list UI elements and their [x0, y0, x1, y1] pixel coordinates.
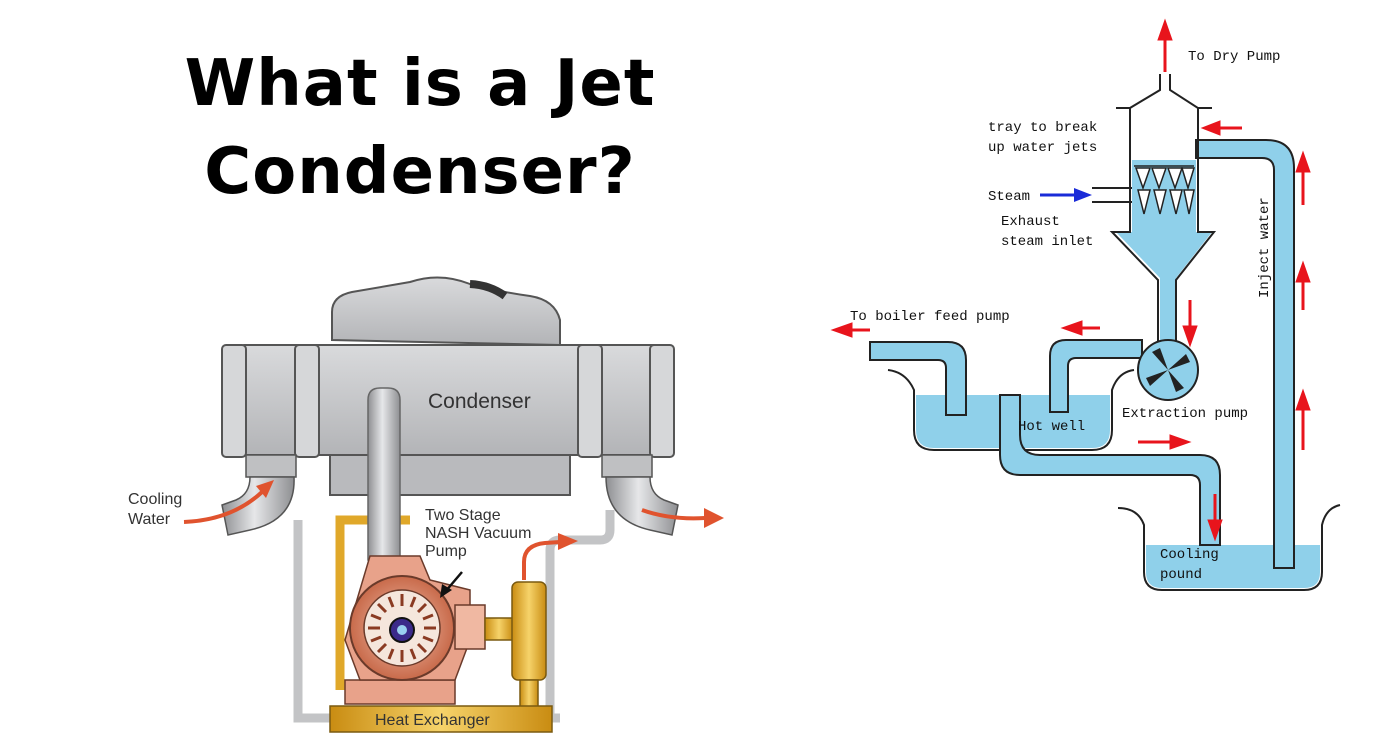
- tray-label-1: tray to break: [988, 120, 1097, 136]
- pump-label-2: NASH Vacuum: [425, 525, 531, 542]
- inject-water-pipe: [1195, 139, 1295, 569]
- cooling-pond-label-2: pound: [1160, 567, 1202, 583]
- cooling-water-label-1: Cooling: [128, 491, 182, 508]
- nash-vacuum-pump: [344, 555, 486, 705]
- hotwell-to-pond-pipe: [999, 394, 1221, 546]
- pump-exhaust-arrow: [522, 540, 561, 580]
- steam-nozzle: [1092, 187, 1132, 203]
- boiler-feed-pipe: [869, 341, 967, 416]
- title-line-2: Condenser?: [204, 135, 636, 209]
- outlet-arrow: [641, 508, 706, 521]
- flow-arrows-red: [830, 18, 1311, 542]
- pump-impeller-icon: [1146, 348, 1190, 392]
- exhaust-label-2: steam inlet: [1001, 234, 1093, 250]
- heat-exchanger-label: Heat Exchanger: [375, 712, 490, 729]
- pump-label-1: Two Stage: [425, 507, 501, 524]
- right-jet-condenser-schematic: To Dry Pump tray to break up water jets …: [830, 18, 1341, 591]
- tray-label-2: up water jets: [988, 140, 1097, 156]
- to-dry-pump-label: To Dry Pump: [1188, 49, 1280, 65]
- inlet-elbow: [221, 476, 295, 536]
- hot-well-label: Hot well: [1018, 419, 1085, 435]
- steam-arrow-blue: [1040, 188, 1092, 202]
- steam-label: Steam: [988, 189, 1030, 205]
- flange-left-inner: [294, 344, 320, 458]
- extraction-pump-label: Extraction pump: [1122, 406, 1248, 422]
- flange-left-outer: [221, 344, 247, 458]
- title-line-1: What is a Jet: [184, 47, 656, 121]
- flange-right-outer: [649, 344, 675, 458]
- pump-label-3: Pump: [425, 543, 467, 560]
- condenser-dome: [331, 276, 561, 347]
- to-boiler-label: To boiler feed pump: [850, 309, 1010, 325]
- pump-suction-pipe: [367, 387, 401, 561]
- spray-tray: [1134, 165, 1196, 215]
- separator-tank: [511, 581, 547, 681]
- heat-exchanger: [329, 705, 553, 733]
- cooling-pond-label-1: Cooling: [1160, 547, 1219, 563]
- return-pipe-left: [293, 520, 333, 723]
- cooling-water-label-2: Water: [128, 511, 171, 528]
- cooling-water-arrow: [183, 490, 264, 524]
- flange-right-inner: [577, 344, 603, 458]
- left-condenser-system: Condenser Cooling Water: [128, 276, 724, 733]
- condenser-column: [1109, 130, 1217, 352]
- column-hood: [1116, 74, 1212, 130]
- inject-water-label: Inject water: [1257, 197, 1273, 298]
- outlet-elbow: [605, 476, 679, 536]
- page-title: What is a Jet Condenser?: [60, 40, 780, 216]
- exhaust-label-1: Exhaust: [1001, 214, 1060, 230]
- condenser-label: Condenser: [428, 390, 531, 413]
- cooling-pond-vessel: [1117, 504, 1341, 591]
